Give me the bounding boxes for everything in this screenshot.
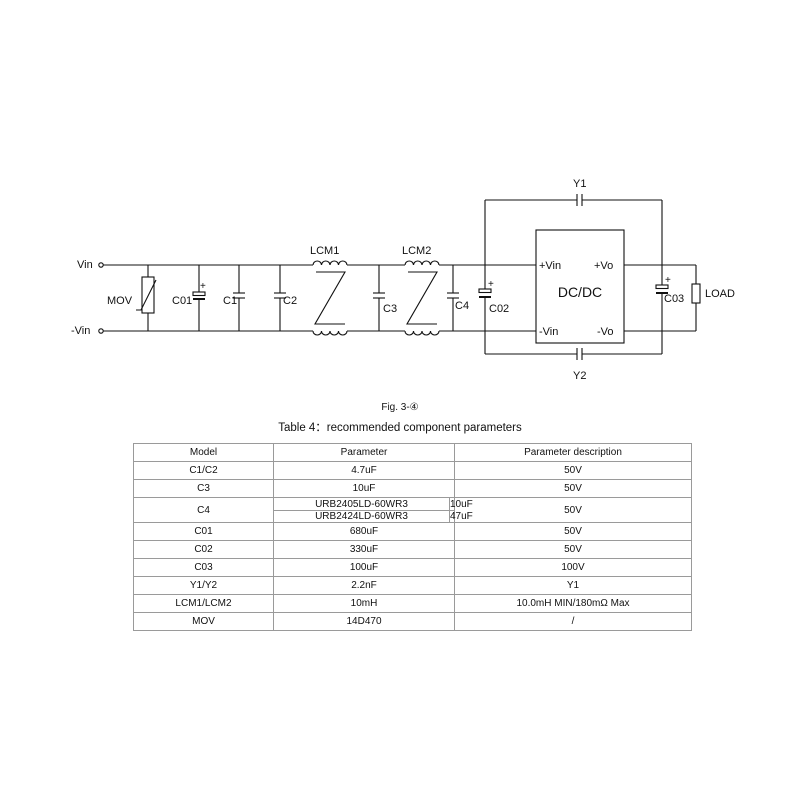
circuit-wiring [98,194,701,360]
label-c02: C02 [489,303,509,315]
cell-parameter: 14D470 [273,612,455,631]
cell-description: 50V [454,522,692,541]
lcm2-coil-top [404,260,440,266]
vin-minus-terminal [98,328,104,334]
cell-model: C3 [133,479,274,498]
c4-variant-value: 47uF [450,511,473,522]
header-parameter: Parameter [273,443,455,462]
cell-parameter: 2.2nF [273,576,455,595]
lcm1-coil-top [312,260,348,266]
cell-description: Y1 [454,576,692,595]
c02-plate-positive [478,288,492,294]
label-mov: MOV [107,295,133,307]
header-model: Model [133,443,274,462]
cell-parameter: 330uF [273,540,455,559]
label-vin-minus: -Vin [71,325,90,337]
label-c03: C03 [664,293,684,305]
cell-model: C01 [133,522,274,541]
cell-model: MOV [133,612,274,631]
cell-model: C1/C2 [133,461,274,480]
c4-variant-2: URB2424LD-60WR3 47uF [274,511,473,522]
cell-parameter: 10uF [273,479,455,498]
label-c1: C1 [223,295,237,307]
c4-variant-value: 10uF [450,498,473,510]
label-load: LOAD [705,288,735,300]
plus-c02: + [488,279,494,290]
cell-description: 50V [454,540,692,559]
cell-parameter: 680uF [273,522,455,541]
table-row: C03 100uF 100V [133,558,692,577]
label-dcdc-vo-minus: -Vo [597,326,614,338]
cell-model: C02 [133,540,274,559]
cell-model: Y1/Y2 [133,576,274,595]
lcm1-coil-bottom [312,330,348,336]
load-resistor [691,283,701,304]
figure-caption: Fig. 3-④ [381,402,419,413]
c03-plate-positive [655,284,669,290]
c4-variant-part: URB2424LD-60WR3 [274,511,450,522]
cell-description: 50V [454,479,692,498]
table-row: Y1/Y2 2.2nF Y1 [133,576,692,595]
label-c4: C4 [455,300,469,312]
label-c01: C01 [172,295,192,307]
cell-parameter-split: URB2405LD-60WR3 10uF URB2424LD-60WR3 47u… [273,497,473,523]
label-vin-plus: Vin [77,259,93,271]
c4-variant-part: URB2405LD-60WR3 [274,498,450,510]
vin-plus-terminal [98,262,104,268]
table-header-row: Model Parameter Parameter description [133,443,692,462]
table-row: C3 10uF 50V [133,479,692,498]
cell-description: 10.0mH MIN/180mΩ Max [454,594,692,613]
lcm1-core [314,271,346,325]
cell-description: 50V [454,497,692,523]
cell-description: 50V [454,461,692,480]
c01-plate-positive [192,291,206,297]
cell-description: 100V [454,558,692,577]
cell-model: C03 [133,558,274,577]
cell-parameter: 4.7uF [273,461,455,480]
label-y1: Y1 [573,178,586,190]
table-row: C01 680uF 50V [133,522,692,541]
table-row: C02 330uF 50V [133,540,692,559]
circuit-diagram: Vin -Vin MOV C01 + C1 C2 LCM1 C3 LCM2 C4… [71,178,735,382]
header-description: Parameter description [454,443,692,462]
table-row: MOV 14D470 / [133,612,692,631]
lcm2-coil-bottom [404,330,440,336]
cell-model: C4 [133,497,274,523]
parameters-table: Model Parameter Parameter description C1… [133,443,692,631]
label-c3: C3 [383,303,397,315]
table-row: C4 URB2405LD-60WR3 10uF URB2424LD-60WR3 … [133,497,692,523]
label-dcdc-vin-plus: +Vin [539,260,561,272]
dcdc-module [535,229,625,344]
label-dcdc: DC/DC [558,284,602,300]
label-lcm1: LCM1 [310,245,339,257]
c4-variant-1: URB2405LD-60WR3 10uF [274,498,473,511]
label-y2: Y2 [573,370,586,382]
table-title: Table 4：recommended component parameters [278,422,522,434]
label-c2: C2 [283,295,297,307]
label-dcdc-vo-plus: +Vo [594,260,613,272]
plus-c03: + [665,275,671,286]
cell-parameter: 10mH [273,594,455,613]
cell-parameter: 100uF [273,558,455,577]
cell-description: / [454,612,692,631]
table-row: LCM1/LCM2 10mH 10.0mH MIN/180mΩ Max [133,594,692,613]
table-row: C1/C2 4.7uF 50V [133,461,692,480]
lcm2-core [406,271,438,325]
label-dcdc-vin-minus: -Vin [539,326,558,338]
cell-model: LCM1/LCM2 [133,594,274,613]
label-lcm2: LCM2 [402,245,431,257]
plus-c01: + [200,281,206,292]
